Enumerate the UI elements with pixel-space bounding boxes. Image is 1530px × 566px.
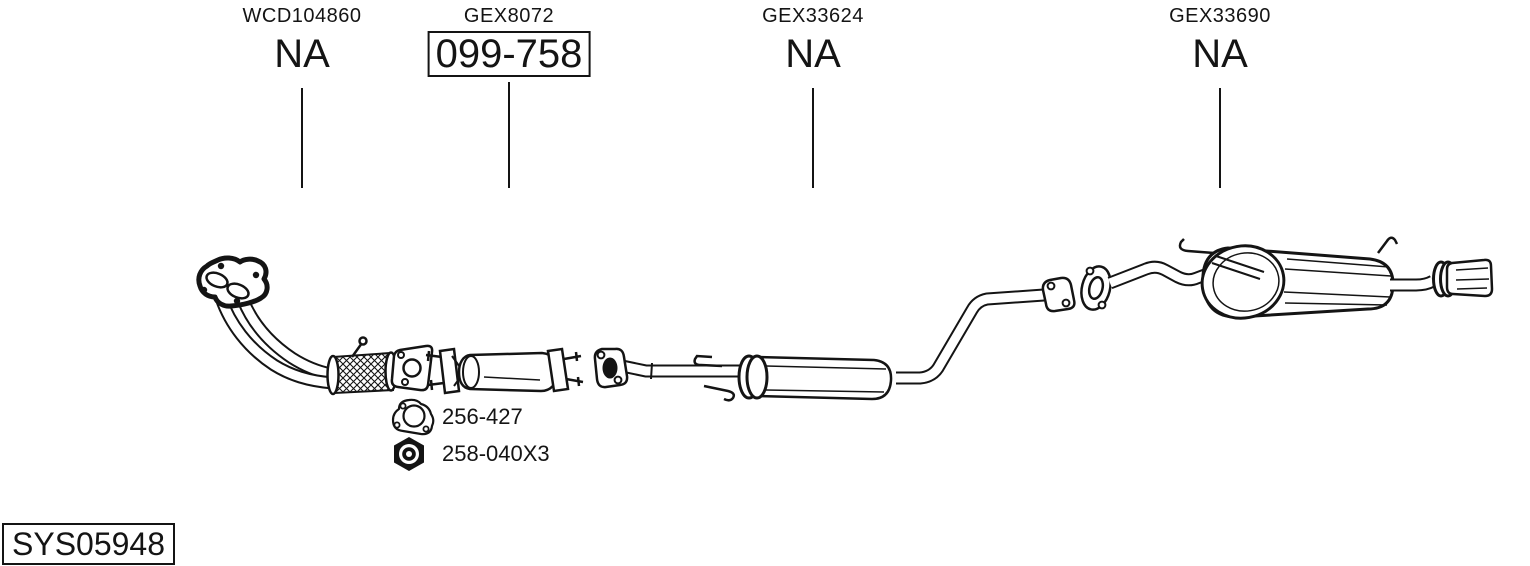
- leader-line: [1219, 88, 1221, 188]
- front-downpipe: [196, 255, 334, 390]
- manifold-flange: [196, 255, 270, 309]
- callout-front-pipe: WCD104860 NA: [242, 4, 361, 75]
- gasket-icon: [390, 398, 442, 436]
- callout-center-resonator: GEX33624 NA: [762, 4, 864, 75]
- leader-line: [812, 88, 814, 188]
- s-bend-pipe: [896, 276, 1076, 385]
- muffler-hanger-rear: [1377, 236, 1399, 254]
- callout-ref: GEX33690: [1169, 5, 1271, 27]
- intermediate-pipe: [593, 347, 748, 402]
- leader-line: [301, 88, 303, 188]
- hardware-row-gasket: 256-427: [390, 398, 550, 435]
- callout-catalytic-converter: GEX8072 099-758: [427, 4, 591, 77]
- leader-line: [508, 82, 510, 188]
- callout-rear-muffler: GEX33690 NA: [1169, 4, 1271, 75]
- catalytic-converter: [425, 347, 584, 395]
- flex-pipe-section: [326, 336, 398, 396]
- callout-ref: GEX33624: [762, 5, 864, 27]
- callout-part-number: NA: [274, 32, 330, 76]
- hanger-bracket: [693, 354, 723, 368]
- rear-gasket-flange: [1080, 265, 1112, 311]
- downpipe-outlet-flange: [390, 344, 434, 392]
- hardware-part-number: 258-040X3: [442, 441, 550, 466]
- system-code-badge: SYS05948: [2, 523, 176, 565]
- hardware-row-nut: 258-040X3: [390, 435, 550, 472]
- callout-part-number: NA: [1192, 32, 1248, 76]
- muffler-hanger-front: [1178, 238, 1215, 255]
- callout-part-number: NA: [785, 32, 841, 76]
- callout-ref: GEX8072: [463, 5, 555, 27]
- callout-ref: WCD104860: [242, 5, 362, 27]
- hardware-legend: 256-427 258-040X3: [390, 398, 550, 472]
- rear-muffler: [1107, 236, 1399, 320]
- callout-part-number[interactable]: 099-758: [427, 31, 591, 77]
- nut-icon: [390, 436, 442, 472]
- tailpipe-tip: [1390, 258, 1494, 298]
- center-resonator: [737, 354, 893, 401]
- hardware-part-number: 256-427: [442, 404, 523, 429]
